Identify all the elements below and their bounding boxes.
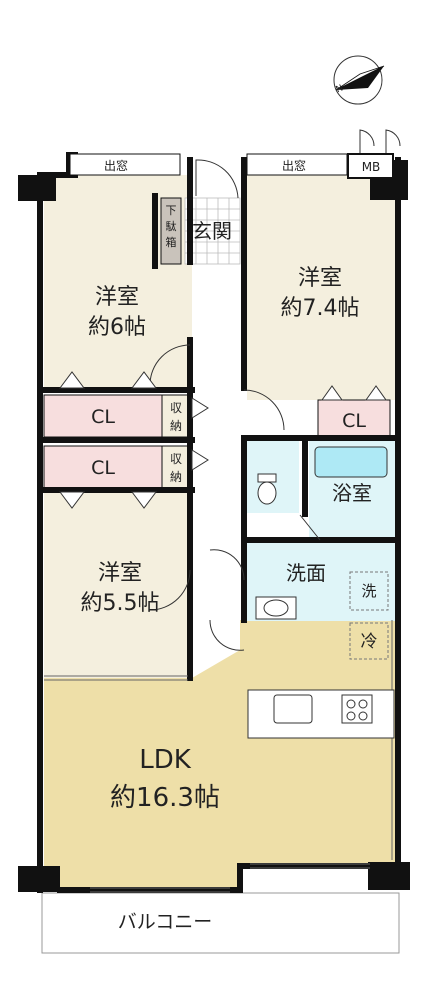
western-room-2-floor: [247, 175, 395, 400]
bay-window-left: [69, 153, 181, 176]
refrigerator-label: 冷: [361, 632, 378, 652]
closet-1-label: CL: [91, 406, 115, 428]
shoe-box-label-a: 下: [166, 204, 177, 217]
compass: N: [333, 55, 385, 105]
western-room-1-name: 洋室: [95, 285, 139, 310]
western-room-3-size: 約5.5帖: [81, 591, 160, 616]
storage-1-label-b: 納: [170, 419, 182, 433]
western-room-2-size: 約7.4帖: [281, 296, 360, 321]
bathroom-label: 浴室: [332, 481, 372, 505]
western-room-2-name: 洋室: [298, 266, 342, 291]
western-room-3-floor: [44, 490, 192, 678]
bay-window-left-label: 出窓: [104, 158, 128, 173]
western-room-1-size: 約6帖: [88, 315, 146, 340]
closet-3: [317, 399, 391, 439]
shoe-box-label-b: 駄: [166, 219, 177, 233]
closet-3-label: CL: [342, 410, 366, 432]
storage-2-label-a: 収: [170, 452, 182, 466]
storage-1-label-a: 収: [170, 401, 182, 415]
shoe-box-label-c: 箱: [166, 235, 177, 249]
western-room-3-name: 洋室: [98, 561, 142, 586]
entrance-label: 玄関: [192, 219, 232, 243]
ldk-floor: [44, 620, 395, 890]
kitchen-sink: [273, 694, 313, 724]
ldk-name: LDK: [139, 745, 192, 775]
meter-box-doors: [359, 129, 401, 153]
interior-doors: [149, 344, 321, 651]
toilet-icon: [257, 473, 277, 505]
window-marks: [44, 620, 393, 893]
wash-basin-icon: [255, 596, 297, 620]
balcony-label: バルコニー: [118, 911, 213, 933]
ldk-size: 約16.3帖: [110, 783, 220, 813]
entrance-door: [195, 159, 239, 199]
balcony-area: [41, 892, 400, 954]
storage-2-label-b: 納: [170, 470, 182, 484]
washroom-label: 洗面: [286, 561, 326, 585]
compass-north-label: N: [334, 83, 344, 95]
washing-machine-label: 洗: [361, 582, 376, 600]
closet-door-marks: [59, 371, 387, 509]
storage-2: [161, 445, 191, 489]
closet-1: [43, 394, 163, 438]
meter-box-label: MB: [362, 160, 381, 174]
bay-window-right-label: 出窓: [282, 158, 306, 173]
refrigerator-space: [349, 622, 389, 660]
entrance-tiles: [184, 197, 241, 265]
meter-box: [347, 153, 394, 179]
storage-1: [161, 394, 191, 438]
stove-icon: [341, 694, 373, 724]
shoe-box: [160, 197, 182, 265]
washing-machine-space: [349, 571, 389, 611]
closet-2-label: CL: [91, 457, 115, 479]
bathtub: [314, 446, 388, 478]
